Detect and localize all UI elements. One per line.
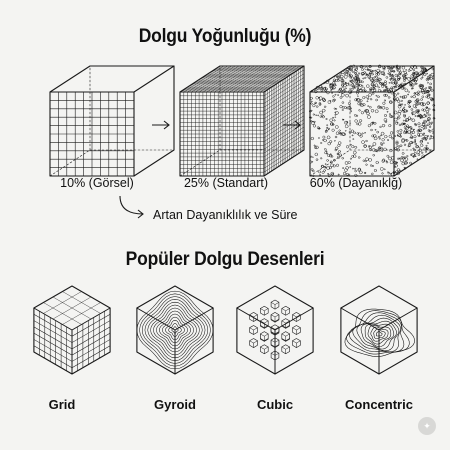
watermark-badge-icon: ✦ — [418, 417, 436, 435]
cube-outline — [340, 285, 418, 375]
cube-outline — [236, 285, 314, 375]
mini-cube — [292, 338, 301, 348]
cube-outline — [179, 65, 305, 177]
mini-cube — [270, 299, 280, 310]
density-label-25: 25% (Standart) — [183, 176, 269, 190]
pattern-label-grid: Grid — [48, 397, 76, 412]
mini-cube — [292, 312, 301, 322]
mini-cube — [249, 312, 258, 322]
mini-cube — [281, 318, 290, 329]
page-title: Dolgu Yoğunluğu (%) — [138, 26, 312, 47]
pattern-label-gyroid: Gyroid — [154, 397, 196, 412]
density-label-10: 10% (Görsel) — [60, 176, 134, 190]
hidden-edges — [309, 65, 435, 177]
mini-cube — [260, 318, 269, 329]
mini-cube — [270, 312, 280, 322]
mini-cube — [260, 305, 269, 316]
mini-cube — [281, 331, 290, 342]
infill — [308, 64, 436, 178]
patterns-title: Popüler Dolgu Desenleri — [125, 249, 325, 270]
curved-arrow-icon — [119, 195, 144, 219]
mini-cube — [292, 325, 301, 335]
infill — [136, 290, 214, 370]
pattern-label-concentric: Concentric — [345, 397, 413, 412]
infill — [179, 65, 305, 177]
cube-outline — [49, 65, 175, 177]
infill — [33, 291, 111, 372]
arrow-right-icon — [283, 120, 301, 130]
pattern-cube-concentric — [340, 285, 418, 375]
arrow-right-icon — [152, 120, 170, 130]
pattern-label-cubic: Cubic — [256, 397, 294, 412]
cube-outline — [33, 285, 111, 375]
infill — [344, 308, 415, 357]
mini-cube — [249, 325, 258, 335]
pattern-cube-grid — [33, 285, 111, 375]
strength-time-note: Artan Dayanıklılık ve Süre — [153, 208, 298, 222]
mini-cube — [249, 338, 258, 348]
mini-cube — [281, 344, 290, 355]
pattern-cube-cubic — [236, 285, 314, 375]
density-label-60: 60% (Dayanıklğ) — [309, 176, 403, 190]
cube-outline — [136, 285, 214, 375]
mini-cube — [260, 344, 269, 355]
pattern-cube-gyroid — [136, 285, 214, 375]
infill — [49, 91, 135, 177]
density-cube-60 — [308, 64, 436, 178]
density-cube-25 — [179, 65, 305, 177]
mini-cube — [260, 331, 269, 342]
density-cube-10 — [49, 65, 175, 177]
cube-outline — [309, 65, 435, 177]
mini-cube — [281, 305, 290, 316]
